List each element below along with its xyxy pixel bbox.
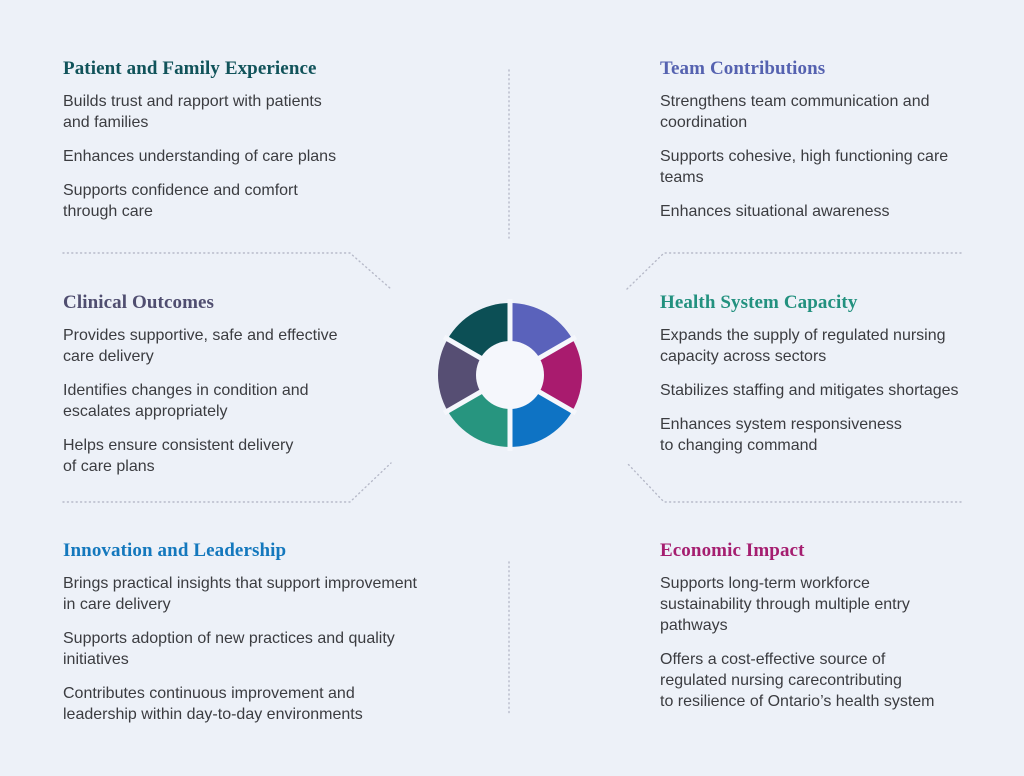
- section-clinical-outcomes: Clinical Outcomes Provides supportive, s…: [63, 292, 503, 490]
- section-title: Health System Capacity: [660, 292, 858, 313]
- section-point: Offers a cost-effective source of regula…: [660, 650, 935, 710]
- section-point: Stabilizes staffing and mitigates shorta…: [660, 381, 959, 399]
- donut-hole: [476, 341, 544, 409]
- section-point: Enhances system responsiveness to changi…: [660, 415, 902, 454]
- dotted-divider-bottom-right: [626, 462, 962, 503]
- section-point: Brings practical insights that support i…: [63, 574, 417, 613]
- section-title: Economic Impact: [660, 540, 805, 561]
- section-innovation-and-leadership: Innovation and Leadership Brings practic…: [63, 540, 523, 738]
- section-economic-impact: Economic Impact Supports long-term workf…: [660, 540, 1015, 725]
- section-point: Contributes continuous improvement and l…: [63, 684, 363, 723]
- section-point: Strengthens team communication and coord…: [660, 92, 930, 131]
- section-team-contributions: Team Contributions Strengthens team comm…: [660, 58, 1010, 235]
- donut-chart: [438, 299, 582, 451]
- section-title: Team Contributions: [660, 58, 826, 79]
- section-point: Expands the supply of regulated nursing …: [660, 326, 946, 365]
- donut-segment: [510, 339, 582, 411]
- section-point: Helps ensure consistent delivery of care…: [63, 436, 294, 475]
- section-patient-and-family-experience: Patient and Family Experience Builds tru…: [63, 58, 503, 235]
- section-title: Innovation and Leadership: [63, 540, 287, 561]
- section-title: Patient and Family Experience: [63, 58, 317, 79]
- section-point: Identifies changes in condition and esca…: [63, 381, 309, 420]
- section-point: Supports long-term workforce sustainabil…: [660, 574, 910, 634]
- dotted-divider-top-left: [62, 252, 392, 290]
- section-point: Provides supportive, safe and effective …: [63, 326, 338, 365]
- section-point: Enhances understanding of care plans: [63, 147, 337, 165]
- section-point: Builds trust and rapport with patients a…: [63, 92, 322, 131]
- dotted-divider-top-right: [626, 252, 962, 290]
- section-title: Clinical Outcomes: [63, 292, 215, 313]
- section-health-system-capacity: Health System Capacity Expands the suppl…: [660, 292, 1010, 469]
- section-point: Supports confidence and comfort through …: [63, 181, 298, 220]
- section-point: Enhances situational awareness: [660, 202, 890, 220]
- section-point: Supports adoption of new practices and q…: [63, 629, 395, 668]
- donut-segment: [438, 339, 510, 411]
- section-point: Supports cohesive, high functioning care…: [660, 147, 949, 186]
